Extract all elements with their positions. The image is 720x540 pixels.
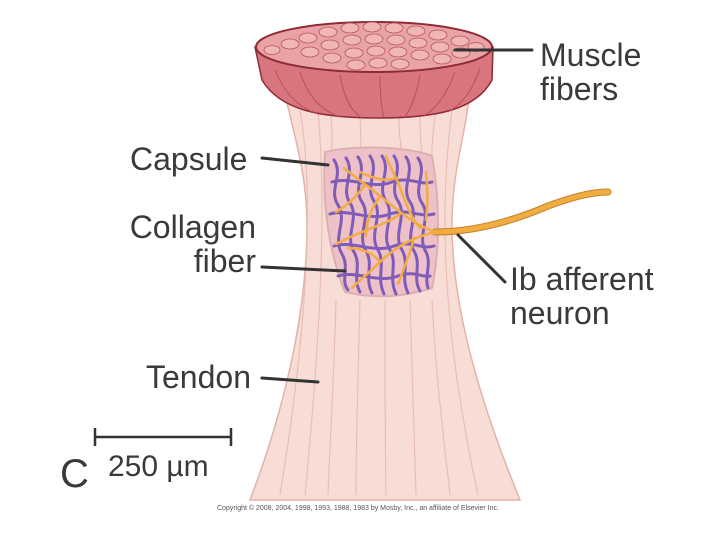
- label-collagen-fiber: Collagen fiber: [120, 210, 256, 278]
- leader-tendon: [260, 376, 320, 384]
- label-tendon: Tendon: [146, 359, 251, 395]
- label-collagen-line2: fiber: [193, 243, 256, 279]
- leader-capsule: [260, 156, 330, 167]
- label-muscle-fibers: Muscle fibers: [540, 38, 641, 106]
- capsule: [323, 146, 439, 298]
- label-collagen-line1: Collagen: [129, 209, 256, 245]
- leader-lines: [260, 48, 534, 384]
- label-ib-afferent-neuron: Ib afferent neuron: [510, 262, 654, 330]
- scale-bar-label: 250 µm: [108, 450, 209, 483]
- muscle-fiber-cells: [263, 21, 485, 71]
- panel-letter: C: [60, 452, 89, 496]
- scale-bar: [93, 428, 233, 446]
- leader-collagen-fiber: [260, 265, 347, 273]
- label-afferent-line1: Ib afferent: [510, 261, 654, 297]
- copyright-notice: Copyright © 2008, 2004, 1998, 1993, 1988…: [217, 505, 499, 512]
- label-afferent-line2: neuron: [510, 295, 610, 331]
- label-capsule: Capsule: [130, 141, 248, 177]
- ib-afferent-neuron: [334, 154, 612, 290]
- leader-afferent-neuron: [456, 233, 507, 284]
- label-muscle-line1: Muscle: [540, 37, 642, 73]
- label-muscle-line2: fibers: [540, 71, 619, 107]
